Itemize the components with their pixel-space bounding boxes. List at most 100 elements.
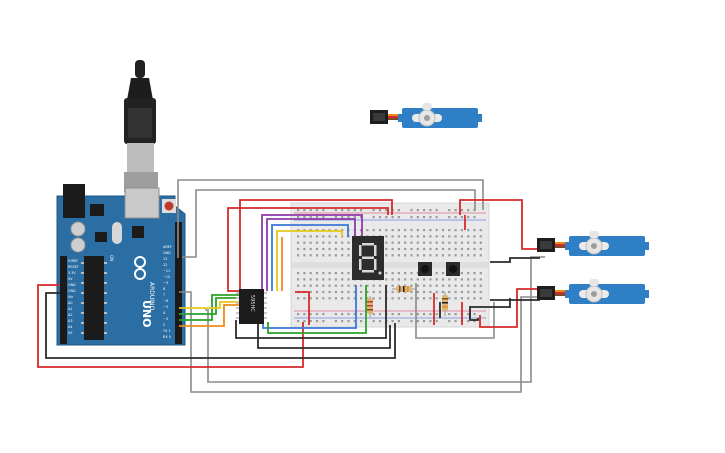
pushbutton-icon[interactable]: [446, 262, 460, 276]
breadboard-hole: [315, 278, 319, 281]
breadboard-hole: [328, 297, 331, 300]
breadboard-hole: [372, 297, 375, 300]
breadboard-hole: [309, 247, 312, 251]
breadboard-hole: [385, 216, 388, 219]
breadboard-hole: [334, 235, 337, 238]
breadboard-hole: [404, 235, 407, 238]
breadboard-hole: [454, 278, 457, 281]
breadboard-hole: [353, 290, 356, 294]
breadboard-hole: [441, 247, 445, 251]
breadboard-hole: [334, 320, 337, 323]
arduino-uno-board[interactable]: ARDUINO UNO ON AREFGND1312~11~10~987~6~5…: [56, 184, 186, 346]
breadboard-hole: [429, 254, 432, 257]
breadboard-hole: [473, 278, 476, 281]
breadboard-hole: [410, 278, 413, 281]
breadboard-hole: [391, 313, 394, 316]
breadboard-hole: [322, 297, 325, 300]
digital-header[interactable]: [175, 222, 182, 344]
pin-label: GND: [68, 283, 76, 287]
capacitor: [70, 221, 86, 237]
breadboard-hole: [404, 272, 407, 275]
breadboard-hole: [385, 241, 388, 244]
breadboard-hole: [347, 297, 350, 300]
breadboard-hole: [410, 272, 413, 275]
breadboard-hole: [347, 320, 350, 323]
breadboard-hole: [460, 235, 463, 238]
resistor-icon: [442, 292, 448, 316]
breadboard-hole: [297, 278, 300, 281]
breadboard-hole: [454, 229, 457, 232]
pin-label: ~9: [163, 281, 168, 285]
breadboard-hole: [416, 247, 419, 251]
servo-motor-icon[interactable]: [537, 279, 649, 304]
breadboard-hole: [378, 284, 382, 287]
breadboard-hole: [435, 290, 438, 294]
breadboard-hole: [441, 235, 445, 238]
pushbutton-icon[interactable]: [418, 262, 432, 276]
breadboard-hole: [303, 272, 306, 275]
voltage-regulator: [90, 204, 104, 216]
breadboard-hole: [467, 241, 470, 244]
breadboard-hole: [297, 235, 300, 238]
breadboard-hole: [429, 216, 432, 219]
breadboard-hole: [454, 290, 457, 294]
pin-label: AREF: [163, 245, 172, 249]
breadboard-hole: [347, 209, 350, 212]
breadboard-hole: [347, 278, 350, 281]
resistor-icon: [367, 296, 373, 318]
servo-motor-icon[interactable]: [537, 231, 649, 256]
breadboard-hole: [416, 216, 419, 219]
breadboard-hole: [322, 216, 325, 219]
breadboard-hole: [441, 290, 445, 294]
breadboard-hole: [435, 229, 438, 232]
breadboard-hole: [467, 313, 470, 316]
breadboard-hole: [416, 235, 419, 238]
breadboard-hole: [341, 272, 344, 275]
breadboard-hole: [334, 290, 337, 294]
breadboard-hole: [423, 235, 426, 238]
breadboard-hole: [473, 272, 476, 275]
breadboard-hole: [416, 320, 419, 323]
power-header[interactable]: [60, 256, 67, 344]
breadboard-hole: [410, 209, 413, 212]
breadboard-hole: [397, 209, 400, 212]
breadboard-hole: [397, 235, 400, 238]
servo-motor-icon[interactable]: [370, 103, 482, 128]
breadboard-hole: [360, 284, 363, 287]
breadboard-hole: [416, 229, 419, 232]
breadboard-hole: [391, 229, 394, 232]
breadboard-hole: [309, 313, 312, 316]
breadboard-hole: [391, 216, 394, 219]
shift-register-chip[interactable]: 595HC: [236, 289, 267, 324]
breadboard-hole: [435, 278, 438, 281]
breadboard-hole: [404, 254, 407, 257]
breadboard-hole: [297, 216, 300, 219]
wires-signal: [179, 214, 367, 334]
breadboard-hole: [397, 320, 400, 323]
wires-gray: [177, 179, 545, 393]
breadboard-hole: [347, 241, 350, 244]
breadboard-hole: [322, 241, 325, 244]
breadboard-hole: [397, 272, 400, 275]
breadboard-hole: [479, 278, 482, 281]
breadboard-hole: [454, 297, 457, 300]
breadboard-hole: [454, 247, 457, 251]
breadboard-hole: [397, 297, 400, 300]
breadboard-hole: [378, 290, 382, 294]
breadboard-hole: [410, 290, 413, 294]
breadboard-hole: [429, 247, 432, 251]
reset-button[interactable]: [162, 199, 176, 213]
pin-label: A4: [68, 325, 72, 329]
breadboard-hole: [372, 290, 375, 294]
breadboard-hole: [467, 272, 470, 275]
usb-plug-icon[interactable]: [124, 60, 158, 192]
pin-label: 13: [163, 257, 167, 261]
breadboard-hole: [297, 247, 300, 251]
breadboard-hole: [315, 209, 319, 212]
breadboard-hole: [315, 284, 319, 287]
pin-label: A3: [68, 319, 72, 323]
breadboard-hole: [448, 313, 451, 316]
seven-segment-display-icon[interactable]: [352, 236, 384, 280]
breadboard-hole: [460, 209, 463, 212]
